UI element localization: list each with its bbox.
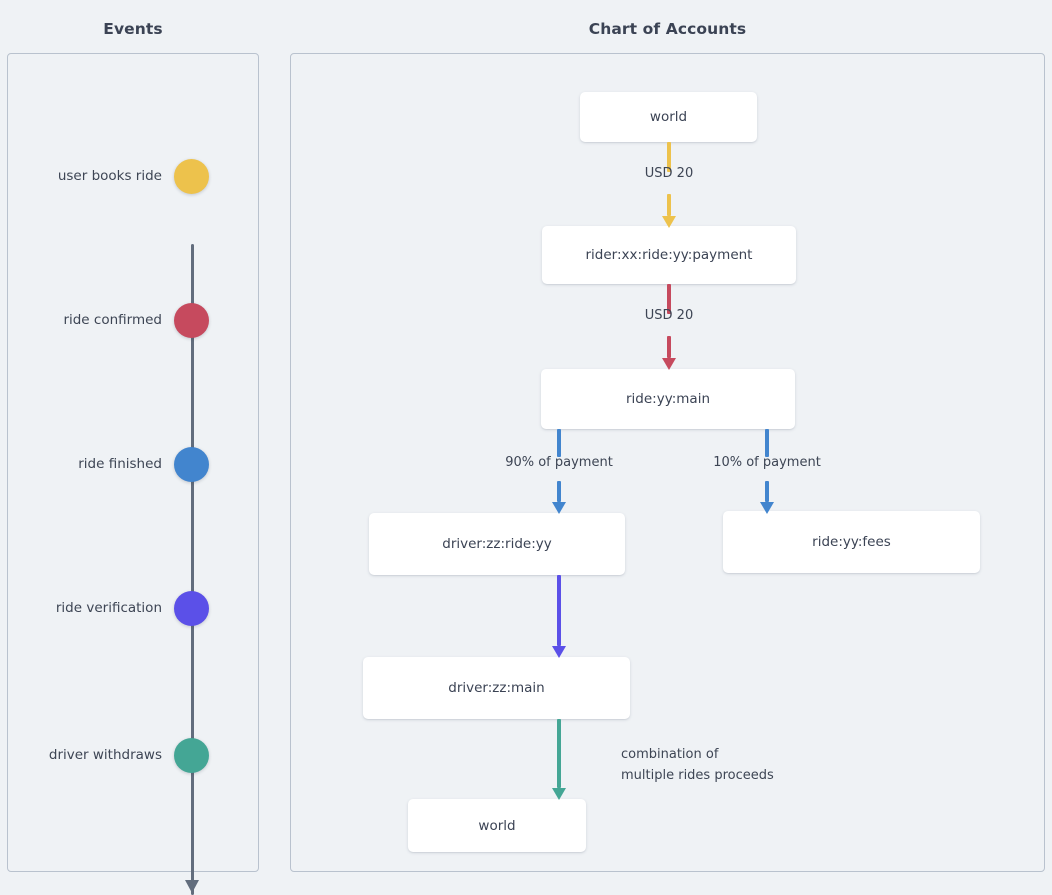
account-node-driver-main[interactable]: driver:zz:main <box>363 657 630 719</box>
event-item-driver-withdraws[interactable]: driver withdraws <box>8 738 209 773</box>
note-line-1: combination of <box>621 747 719 762</box>
arrow-stem <box>557 575 561 646</box>
events-panel: user books ride ride confirmed ride fini… <box>7 53 259 895</box>
flow-edge-ride-main-to-ride-fees <box>752 429 782 514</box>
arrow-stem <box>557 481 561 502</box>
flow-edge-label-usd-20-top: USD 20 <box>644 166 694 181</box>
event-node-dot-icon[interactable] <box>174 447 209 482</box>
arrow-stem <box>667 142 671 172</box>
event-label: driver withdraws <box>48 747 162 763</box>
flow-edge-rider-payment-to-ride-main <box>654 284 684 370</box>
event-label: ride confirmed <box>63 312 162 328</box>
event-item-ride-finished[interactable]: ride finished <box>8 447 209 482</box>
account-node-driver-ride[interactable]: driver:zz:ride:yy <box>369 513 625 575</box>
flow-edge-world-to-rider-payment <box>654 142 684 228</box>
arrow-stem <box>667 336 671 358</box>
event-label: ride finished <box>78 456 162 472</box>
timeline-axis <box>191 244 194 895</box>
event-item-user-books-ride[interactable]: user books ride <box>8 159 209 194</box>
arrow-head-icon <box>662 358 676 370</box>
arrow-head-icon <box>552 788 566 800</box>
arrow-stem <box>557 719 561 788</box>
event-item-ride-confirmed[interactable]: ride confirmed <box>8 303 209 338</box>
event-label: ride verification <box>55 600 162 616</box>
arrow-stem <box>765 429 769 457</box>
events-panel-title: Events <box>103 20 163 38</box>
event-node-dot-icon[interactable] <box>174 159 209 194</box>
flow-edge-label-usd-20-bottom: USD 20 <box>644 308 694 323</box>
event-item-ride-verification[interactable]: ride verification <box>8 591 209 626</box>
account-node-ride-fees[interactable]: ride:yy:fees <box>723 511 980 573</box>
account-node-ride-main[interactable]: ride:yy:main <box>541 369 795 429</box>
arrow-head-icon <box>552 502 566 514</box>
arrow-head-icon <box>662 216 676 228</box>
event-node-dot-icon[interactable] <box>174 303 209 338</box>
flow-edge-note-combination: combination of multiple rides proceeds <box>621 744 774 786</box>
account-node-world-top[interactable]: world <box>580 92 757 142</box>
arrow-stem <box>667 194 671 216</box>
accounts-panel-title: Chart of Accounts <box>588 20 747 38</box>
arrow-stem <box>667 284 671 314</box>
note-line-2: multiple rides proceeds <box>621 768 774 783</box>
account-node-rider-payment[interactable]: rider:xx:ride:yy:payment <box>542 226 796 284</box>
arrow-head-icon <box>760 502 774 514</box>
flow-edge-ride-main-to-driver-ride <box>544 429 574 514</box>
flow-edge-label-10-percent: 10% of payment <box>713 455 821 470</box>
arrow-stem <box>765 481 769 502</box>
account-node-world-bottom[interactable]: world <box>408 799 586 852</box>
arrow-stem <box>557 429 561 457</box>
arrow-head-icon <box>552 646 566 658</box>
flow-edge-label-90-percent: 90% of payment <box>505 455 613 470</box>
flow-edge-driver-ride-to-driver-main <box>544 575 574 658</box>
event-node-dot-icon[interactable] <box>174 738 209 773</box>
event-node-dot-icon[interactable] <box>174 591 209 626</box>
accounts-panel: world rider:xx:ride:yy:payment ride:yy:m… <box>290 53 1045 872</box>
event-label: user books ride <box>57 168 162 184</box>
flow-edge-driver-main-to-world <box>544 719 574 800</box>
